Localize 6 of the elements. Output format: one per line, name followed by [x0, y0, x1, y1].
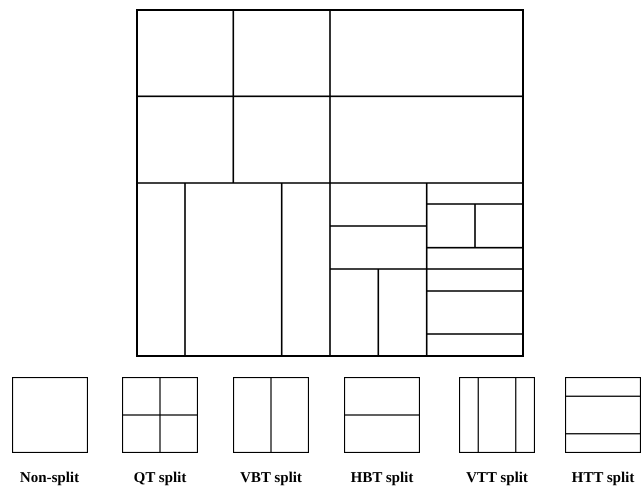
split-label: VBT split	[240, 470, 302, 486]
split-label: HTT split	[572, 470, 634, 486]
split-label: Non-split	[20, 470, 80, 486]
split-label: QT split	[134, 470, 186, 486]
split-label: VTT split	[466, 470, 528, 486]
split-label: HBT split	[350, 470, 414, 486]
